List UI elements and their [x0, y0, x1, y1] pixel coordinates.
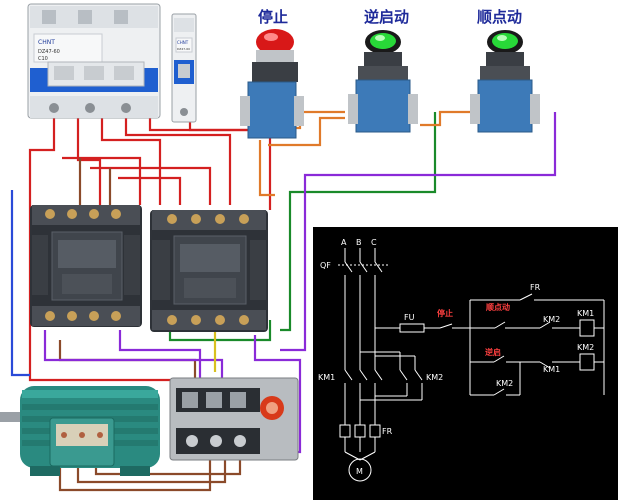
fr-element-label: FR [382, 427, 393, 436]
main-circuit-breaker: CHNT DZ47-60 C10 [27, 3, 161, 119]
fu-label: FU [404, 313, 415, 322]
qf-label: QF [320, 261, 331, 270]
stop-button [240, 29, 304, 139]
phase-c-label: C [371, 238, 377, 247]
jog-button-label: 顺点动 [477, 8, 523, 26]
km2-main-label: KM2 [426, 373, 443, 382]
contactor-km1 [30, 205, 142, 327]
breaker-model-main: DZ47-60 [38, 49, 60, 55]
fr-contact-label: FR [530, 283, 541, 292]
reverse-contact-label: 逆启 [485, 347, 501, 357]
phase-b-label: B [356, 238, 362, 247]
control-circuit-breaker: CHNT DZ47-60 [171, 13, 197, 123]
stop-button-label: 停止 [258, 8, 289, 26]
schematic-panel: A B C QF FU FR 停止 顺点动 逆启 KM1 KM2 KM1 KM2… [313, 227, 618, 500]
km2-hold-label: KM2 [496, 379, 513, 388]
km1-main-label: KM1 [318, 373, 335, 382]
km1-interlock-label: KM1 [543, 365, 560, 374]
phase-a-label: A [341, 238, 347, 247]
breaker-rating-main: C10 [38, 56, 48, 62]
breaker-brand-main: CHNT [38, 39, 55, 46]
jog-contact-label: 顺点动 [486, 302, 510, 312]
km2-interlock-label: KM2 [543, 315, 560, 324]
stop-contact-label: 停止 [437, 308, 453, 318]
breaker-model-small: DZ47-60 [177, 47, 190, 51]
reverse-start-button-label: 逆启动 [364, 8, 410, 26]
breaker-brand-small: CHNT [177, 40, 189, 45]
jog-button [470, 30, 540, 133]
thermal-overload-relay [169, 377, 299, 461]
contactor-km2 [150, 210, 268, 332]
km1-coil-label: KM1 [577, 309, 594, 318]
reverse-start-button [348, 30, 418, 133]
km2-coil-label: KM2 [577, 343, 594, 352]
motor-symbol-label: M [356, 467, 363, 476]
three-phase-motor [0, 386, 160, 476]
